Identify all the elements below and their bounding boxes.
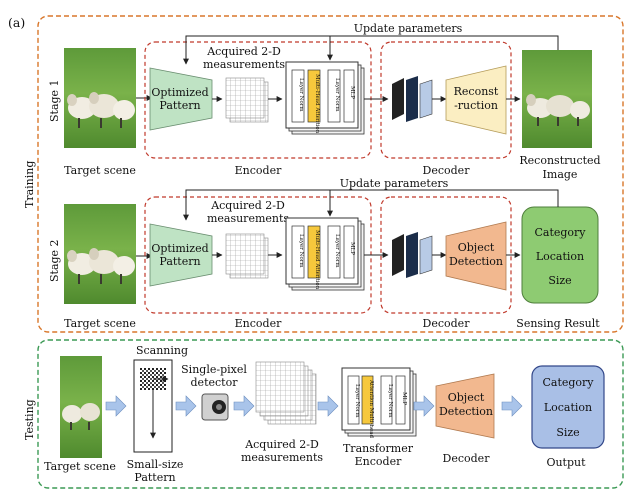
- testing-scanning-label: Scanning: [136, 344, 188, 357]
- stage2-detect-label-2: Detection: [449, 255, 503, 268]
- stage2-layer-norm-1: Layer Norm: [298, 234, 304, 268]
- testing-attention: Attention Multi-head: [368, 379, 374, 439]
- panel-label: (a): [8, 15, 25, 30]
- stage2-optimized-pattern: [149, 223, 213, 287]
- testing-encoder-label-2: Encoder: [355, 455, 402, 468]
- testing-arrow-1: [105, 395, 127, 417]
- stage2-detection-box: [445, 221, 507, 291]
- testing-pattern-label-2: Pattern: [134, 471, 175, 484]
- stage1-target-image: [64, 48, 136, 148]
- stage1-layer-norm-1: Layer Norm: [298, 78, 304, 112]
- stage1-decoder-label: Decoder: [423, 164, 471, 177]
- stage2-output-category: Category: [534, 226, 586, 239]
- stage2-mlp: MLP: [349, 242, 355, 255]
- stage1-encoder-frame: [144, 41, 372, 159]
- stage1-measure-label-2: measurements: [203, 58, 285, 71]
- stage1-layer-norm-2: Layer Norm: [334, 78, 340, 112]
- stage2-measure-label-2: measurements: [207, 212, 289, 225]
- testing-mlp: MLP: [401, 392, 407, 405]
- stage1-reconstruction-box: [445, 65, 507, 135]
- testing-frame: [37, 339, 624, 489]
- testing-arrow-5: [413, 395, 435, 417]
- testing-detector-label-1: Single-pixel: [181, 363, 247, 376]
- stage2-update-line: [183, 189, 559, 221]
- stage2-output-location: Location: [536, 250, 584, 263]
- training-label: Training: [23, 161, 36, 208]
- testing-measure-label-2: measurements: [241, 451, 323, 464]
- testing-detection-box: [435, 373, 495, 439]
- testing-arrow-2: [175, 395, 197, 417]
- stage2-target-image: [64, 204, 136, 304]
- testing-output-size: Size: [556, 426, 579, 439]
- testing-arrow-4: [317, 395, 339, 417]
- stage1-transformer-block: [285, 61, 365, 135]
- stage2-transformer-block: [285, 217, 365, 291]
- stage2-pattern-label-1: Optimized: [151, 242, 208, 255]
- testing-measure-label-1: Acquired 2-D: [244, 438, 319, 451]
- stage1-measure-label-1: Acquired 2-D: [206, 45, 281, 58]
- stage1-encoder-label: Encoder: [235, 164, 282, 177]
- testing-output-label: Output: [546, 456, 586, 469]
- testing-target-label: Target scene: [44, 460, 116, 473]
- testing-arrow-6: [501, 395, 523, 417]
- testing-measurement-grid: [255, 361, 317, 425]
- stage1-output-label-2: Image: [543, 168, 578, 181]
- testing-layer-norm-2: Layer Norm: [387, 384, 393, 418]
- testing-detector-icon: [201, 393, 229, 421]
- stage1-measurement-grid: [225, 77, 269, 123]
- stage2-decoder-label: Decoder: [423, 317, 471, 330]
- testing-small-pattern: [133, 359, 173, 453]
- stage1-reconstructed-image: [522, 50, 592, 148]
- stage2-measurement-grid: [225, 233, 269, 279]
- stage1-optimized-pattern: [149, 67, 213, 131]
- stage1-update-line: [183, 35, 559, 65]
- stage1-decoder-slabs: [392, 76, 433, 122]
- training-frame: [37, 15, 624, 333]
- testing-detect-label-1: Object: [448, 391, 485, 404]
- testing-output-location: Location: [544, 401, 592, 414]
- stage2-detect-label-1: Object: [458, 241, 495, 254]
- testing-transformer-block: [341, 367, 417, 437]
- testing-output-box: [531, 365, 605, 449]
- stage2-attention: Multi-Head Attention: [314, 230, 320, 290]
- stage2-target-label: Target scene: [64, 317, 136, 330]
- stage1-target-label: Target scene: [64, 164, 136, 177]
- stage2-sensing-result-box: [521, 206, 599, 304]
- stage1-recon-label-1: Reconst: [454, 85, 499, 98]
- testing-target-image: [60, 356, 102, 458]
- testing-label: Testing: [23, 399, 36, 440]
- stage2-update-label: Update parameters: [340, 177, 449, 190]
- stage1-recon-label-2: -ruction: [454, 99, 498, 112]
- stage2-measure-label-1: Acquired 2-D: [210, 199, 285, 212]
- stage1-label: Stage 1: [48, 79, 61, 122]
- stage1-attention: Multi-Head Attention: [314, 74, 320, 134]
- testing-detector-label-2: detector: [191, 376, 239, 389]
- stage2-pattern-label-2: Pattern: [159, 255, 200, 268]
- stage2-label: Stage 2: [48, 239, 61, 282]
- testing-arrow-3: [233, 395, 255, 417]
- testing-decoder-label: Decoder: [443, 452, 491, 465]
- testing-output-category: Category: [542, 376, 594, 389]
- stage1-update-label: Update parameters: [354, 22, 463, 35]
- stage2-encoder-label: Encoder: [235, 317, 282, 330]
- testing-layer-norm-1: Layer Norm: [354, 384, 360, 418]
- testing-pattern-label-1: Small-size: [127, 458, 184, 471]
- stage1-pattern-label-2: Pattern: [159, 99, 200, 112]
- stage2-output-size: Size: [548, 274, 571, 287]
- testing-detect-label-2: Detection: [439, 405, 493, 418]
- testing-encoder-label-1: Transformer: [343, 442, 414, 455]
- stage1-output-label-1: Reconstructed: [519, 154, 600, 167]
- stage2-decoder-slabs: [392, 232, 433, 278]
- stage1-mlp: MLP: [349, 86, 355, 99]
- stage1-pattern-label-1: Optimized: [151, 86, 208, 99]
- stage2-layer-norm-2: Layer Norm: [334, 234, 340, 268]
- stage2-output-label: Sensing Result: [516, 317, 600, 330]
